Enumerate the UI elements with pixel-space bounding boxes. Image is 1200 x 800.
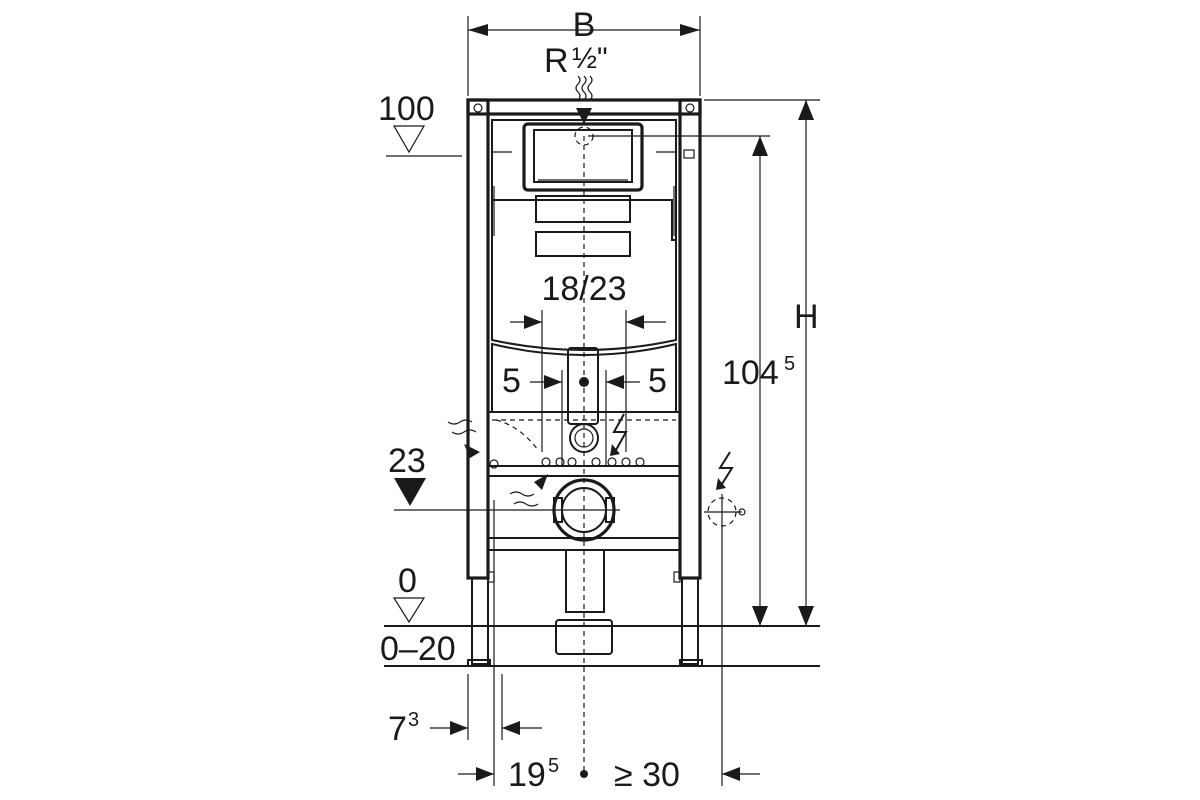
level-23-marker: [394, 478, 620, 511]
electric-supply-icon: [610, 413, 628, 456]
dimension-h: [704, 99, 820, 626]
label-offset-left: 5: [502, 362, 521, 400]
label-offset-right: 5: [648, 362, 667, 400]
dimension-18-23: [510, 310, 666, 452]
label-dim-7-sup: 3: [408, 709, 419, 731]
level-100-marker: [386, 125, 462, 157]
label-height-104-sup: 5: [784, 353, 795, 375]
label-dim-ge30: ≥ 30: [614, 756, 680, 794]
installation-frame: [466, 98, 703, 667]
label-thread-fraction: ½": [572, 42, 608, 75]
water-inlet-icon: [574, 75, 594, 146]
water-supply-icon: [447, 419, 548, 507]
label-range-0-20: 0–20: [380, 630, 456, 668]
label-height-104: 104: [722, 354, 779, 392]
dimension-104: [588, 135, 770, 626]
label-thread-r: R: [544, 42, 569, 80]
power-socket-icon: [704, 451, 746, 530]
label-dim-19: 19: [508, 756, 546, 794]
label-height-h: H: [794, 298, 819, 336]
label-b: B: [573, 6, 596, 44]
dimension-bottom: [430, 500, 760, 786]
label-dim-7: 7: [388, 710, 407, 748]
connection-area: [489, 423, 645, 469]
cistern: [487, 119, 695, 467]
label-level-0: 0: [398, 562, 417, 600]
label-level-100: 100: [378, 90, 435, 128]
level-0-marker: [384, 597, 820, 667]
dimension-b: [467, 16, 701, 96]
label-level-23: 23: [388, 442, 426, 480]
label-dim-19-sup: 5: [548, 755, 559, 777]
label-spacing-18-23: 18/23: [541, 270, 626, 308]
